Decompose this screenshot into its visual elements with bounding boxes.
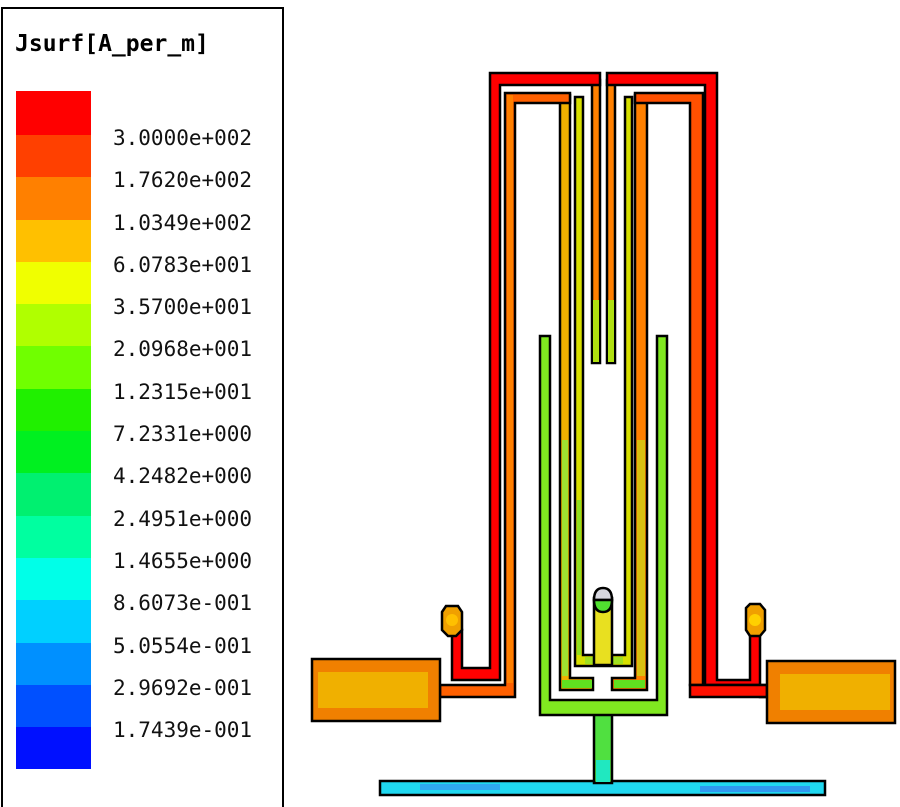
legend-label: 1.7439e-001: [113, 718, 253, 743]
color-legend: Jsurf[A_per_m] 3.0000e+002 1.7620e+002 1.0…: [1, 7, 284, 807]
left-via: [440, 604, 464, 638]
legend-label: 2.0968e+001: [113, 337, 253, 362]
legend-swatch: [16, 304, 91, 347]
legend-swatch: [16, 557, 91, 601]
legend-swatch: [16, 473, 91, 516]
legend-label: 4.2482e+000: [113, 464, 253, 489]
legend-swatch: [16, 600, 91, 643]
color-scale-labels: 3.0000e+002 1.7620e+002 1.0349e+002 6.0783e…: [113, 117, 252, 751]
legend-title: Jsurf[A_per_m]: [15, 31, 209, 57]
legend-swatch: [16, 177, 91, 220]
legend-label: 3.0000e+002: [113, 126, 253, 150]
legend-label: 1.7620e+002: [113, 168, 253, 193]
legend-label: 1.2315e+001: [113, 379, 253, 404]
legend-swatch: [16, 135, 91, 178]
legend-label: 5.0554e-001: [113, 633, 253, 658]
innermost-u: [573, 95, 634, 668]
legend-label: 1.4655e+000: [113, 548, 253, 573]
legend-label: 6.0783e+001: [113, 252, 253, 277]
legend-swatch: [16, 515, 91, 558]
legend-swatch: [16, 727, 91, 770]
legend-label: 7.2331e+000: [113, 422, 253, 447]
legend-label: 1.0349e+002: [113, 210, 253, 235]
legend-label: 2.9692e-001: [113, 675, 253, 700]
legend-swatch: [16, 431, 91, 474]
legend-swatch: [16, 642, 91, 685]
left-red-meander: [450, 71, 602, 682]
legend-label: 2.4951e+000: [113, 506, 253, 531]
left-orange-meander: [438, 91, 572, 699]
legend-swatch: [16, 684, 91, 728]
legend-swatch: [16, 388, 91, 432]
legend-label: 3.5700e+001: [113, 295, 253, 320]
outer-green-u: [538, 334, 669, 717]
legend-label: 8.6073e-001: [113, 591, 253, 616]
legend-swatch: [16, 219, 91, 262]
legend-swatch: [16, 346, 91, 389]
right-via: [744, 602, 767, 638]
legend-swatch: [16, 91, 91, 135]
legend-swatch: [16, 261, 91, 305]
color-scale-bar: [16, 91, 91, 770]
